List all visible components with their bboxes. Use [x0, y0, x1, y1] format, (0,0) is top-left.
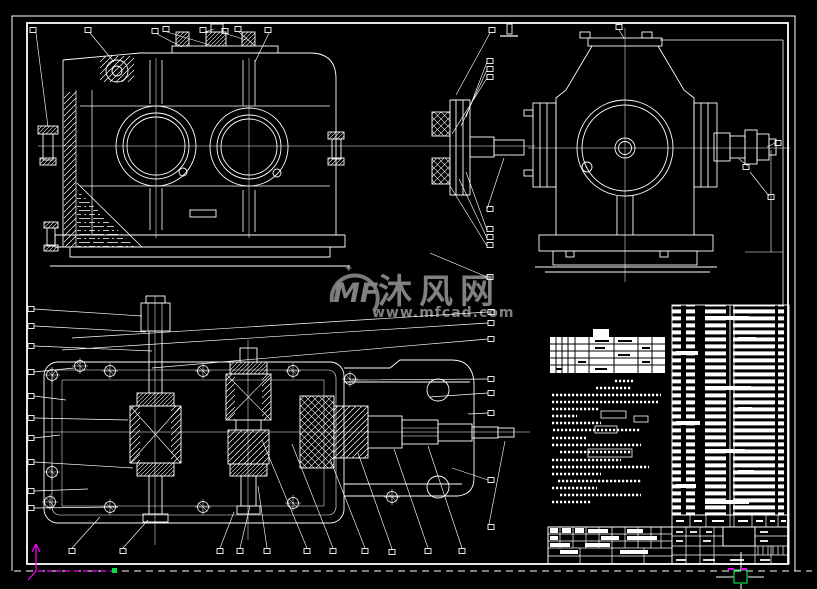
filler-boss-circle — [105, 59, 129, 83]
section-mark — [500, 23, 518, 37]
input-shaft-stack — [129, 295, 182, 523]
watermark-brand: 沐风网 — [378, 272, 501, 312]
cap-bolt-left — [579, 31, 591, 39]
ucs-grip-point — [112, 568, 117, 573]
right-bolt — [327, 131, 345, 166]
crosshair-cursor — [716, 552, 764, 589]
housing-plan-inner — [51, 369, 337, 516]
arm-boss-top — [426, 378, 450, 402]
drain-plug — [189, 209, 217, 218]
oil-sight-plug — [581, 161, 593, 173]
parameter-table-body — [550, 337, 665, 373]
signature-table — [547, 526, 673, 565]
input-shaft-flange — [431, 99, 525, 196]
front-section-view — [37, 23, 535, 267]
housing-inner-lines — [75, 90, 330, 247]
side-flange-left — [523, 102, 557, 188]
title-block-text-marks — [676, 531, 770, 561]
output-shaft-side — [713, 129, 783, 253]
technical-requirements-text-rows — [552, 379, 661, 504]
pedestal-column — [616, 196, 634, 235]
arm-boss-bottom — [426, 475, 450, 499]
housing-plan-chamber — [61, 379, 325, 507]
housing-outline — [62, 52, 337, 247]
housing-plan-outline — [43, 361, 345, 524]
title-block — [671, 526, 790, 565]
horizontal-section-view — [41, 295, 530, 545]
watermark-sparkle-icon: ✦ — [344, 262, 353, 275]
leader-lines — [33, 28, 776, 550]
sheet-frame — [11, 15, 796, 571]
oil-pool — [77, 190, 135, 247]
outer-border — [11, 15, 796, 571]
balloon-callouts — [27, 23, 782, 555]
oil-slope-line — [76, 182, 143, 248]
base — [50, 234, 350, 267]
signature-table-text-marks — [550, 528, 657, 554]
bom-row-variation — [676, 316, 756, 504]
output-arm — [344, 359, 475, 497]
bom-rows — [671, 304, 790, 516]
inner-border — [26, 22, 789, 565]
left-bolt-lower — [43, 221, 59, 252]
side-centerlines — [528, 28, 790, 282]
pickbox — [733, 569, 748, 584]
parameter-table — [550, 329, 665, 373]
drawing-title-cell — [722, 526, 756, 547]
side-base — [535, 234, 717, 273]
watermark-logo: MF — [333, 278, 379, 309]
centerlines — [38, 58, 535, 238]
cap-bolt-right — [641, 31, 653, 39]
bom-header-row — [671, 514, 790, 528]
bom-table — [671, 304, 790, 528]
bom-grid-lines — [729, 305, 735, 515]
output-shaft-stack — [299, 395, 515, 469]
vertical-shafts — [149, 60, 256, 232]
left-side-view — [523, 28, 790, 282]
technical-requirements — [552, 379, 661, 504]
right-zone-divider — [660, 39, 784, 305]
parameter-table-grid — [550, 337, 665, 373]
left-bolt-upper — [37, 125, 59, 166]
filler-boss-hole — [111, 65, 123, 77]
ucs-icon — [27, 543, 114, 581]
crosshair-lines — [716, 552, 764, 589]
left-wall-hatch — [64, 92, 76, 247]
parameter-table-text-marks — [556, 340, 650, 370]
technical-requirements-formula-boxes — [587, 410, 649, 458]
watermark-swoosh — [329, 273, 380, 313]
intermediate-gear-stack — [225, 347, 272, 515]
parameter-table-tab — [593, 329, 609, 337]
watermark-url: www.mfcad.com — [372, 305, 515, 321]
section-centerlines — [44, 296, 530, 545]
side-flange-right — [693, 102, 718, 188]
